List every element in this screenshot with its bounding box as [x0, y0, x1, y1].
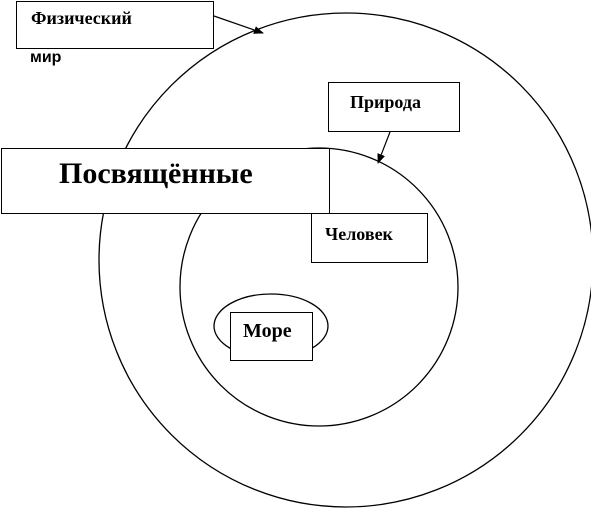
arrow-nature: [377, 131, 391, 164]
nature-label: Природа: [350, 92, 421, 112]
arrow-physical-world: [213, 15, 264, 34]
physical-world-label-line2: мир: [30, 49, 62, 66]
initiated-label: Посвящённые: [59, 157, 253, 190]
human-box: [311, 213, 428, 263]
nature-box: [328, 82, 460, 132]
physical-world-box: [16, 1, 214, 49]
sea-box: [230, 312, 313, 361]
human-label: Человек: [325, 224, 393, 244]
outer-circle: [98, 12, 591, 508]
physical-world-label-line1: Физический: [31, 8, 132, 28]
sea-label: Море: [243, 320, 292, 342]
initiated-box: [1, 148, 330, 214]
